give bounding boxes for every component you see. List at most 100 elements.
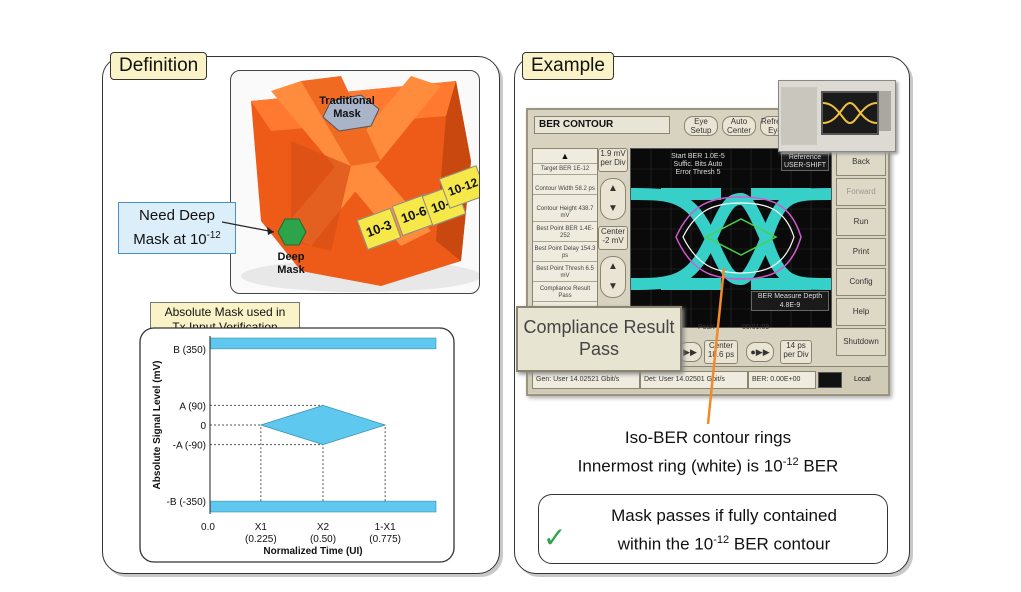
example-tab: Example	[522, 52, 614, 80]
annotation-exponent: -12	[782, 456, 799, 468]
status-logo-icon	[818, 372, 842, 388]
mask-band-lower	[209, 500, 437, 513]
y-axis-title: Absolute Signal Level (mV)	[152, 361, 163, 490]
center-time-readout[interactable]: Center 18.6 ps	[704, 340, 738, 364]
check-line1: Mask passes if fully contained	[611, 506, 837, 525]
check-line2: within the 10	[617, 534, 714, 554]
y-tick-label: A (90)	[179, 401, 206, 412]
auto-center-button[interactable]: Auto Center	[722, 116, 756, 136]
y-tick-label: -B (-350)	[167, 497, 206, 508]
compliance-result-magnified: Compliance Result Pass	[516, 306, 682, 372]
callout-exponent: -12	[206, 230, 221, 241]
deep-mask-callout: Need Deep Mask at 10-12	[118, 202, 236, 254]
scale-top-readout[interactable]: 1.9 mV per Div	[598, 148, 628, 172]
scope-eye-drawing	[822, 101, 878, 125]
back-button[interactable]: Back	[836, 148, 886, 176]
print-button[interactable]: Print	[836, 238, 886, 266]
y-tick-label: 0	[200, 421, 206, 432]
reference-line: USER-SHIFT	[784, 162, 826, 169]
check-tail: BER contour	[729, 534, 831, 554]
check-line2-wrap: within the 10-12 BER contour	[569, 528, 879, 557]
annotation-tail: BER	[798, 456, 839, 476]
readout-best-point-delay: Best Point Delay 154.3 ps	[533, 245, 597, 262]
contour-annotation: Iso-BER contour rings Innermost ring (wh…	[526, 426, 890, 479]
plot-info-line: Suffic. Bits Auto	[673, 161, 723, 168]
eye-diagram-drawing	[631, 149, 831, 327]
ber-contour-screen: BER CONTOUR Eye Setup Auto Center Refres…	[526, 108, 890, 396]
vertical-offset-knob[interactable]: ▲▼	[600, 256, 626, 298]
mask-diamond	[259, 405, 387, 445]
ber-card-label: 10-6	[399, 203, 429, 227]
status-generator: Gen: User 14.02521 Gbit/s	[532, 371, 640, 389]
eye-plot: Start BER 1.0E-5 Suffic. Bits Auto Error…	[630, 148, 832, 328]
definition-tab: Definition	[110, 52, 208, 80]
compliance-line1: Compliance Result	[523, 317, 675, 337]
ber-depth-line: 4.8E-9	[779, 302, 801, 309]
annotation-line2: Innermost ring (white) is 10	[577, 456, 783, 476]
plot-info-line: Error Thresh 5	[675, 169, 721, 176]
time-readout-posx: PosX	[698, 324, 715, 331]
callout-arrow	[222, 221, 275, 235]
scope-knob-panel	[781, 87, 817, 145]
ber-depth-line: BER Measure Depth	[757, 293, 823, 300]
traditional-mask-label: Traditional Mask	[319, 95, 375, 120]
check-exponent: -12	[713, 534, 730, 546]
annotation-line1: Iso-BER contour rings	[624, 428, 792, 447]
x-tick-sublabel: (0.50)	[310, 534, 336, 545]
mask-pass-text: Mask passes if fully contained within th…	[569, 503, 879, 557]
ber-card-label: 10-3	[364, 217, 394, 241]
status-ber: BER: 0.00E+00	[748, 371, 816, 389]
ber-depth-box: BER Measure Depth 4.8E-9	[751, 291, 829, 311]
y-tick-label: -A (-90)	[173, 441, 206, 452]
help-button[interactable]: Help	[836, 298, 886, 326]
checkmark-icon: ✓	[543, 522, 567, 553]
x-tick-label: 1-X1	[375, 522, 397, 533]
x-tick-label: X1	[255, 522, 268, 533]
deep-mask-label: Deep Mask	[277, 251, 305, 276]
eye-setup-button[interactable]: Eye Setup	[684, 116, 718, 136]
status-local: Local	[854, 376, 871, 383]
vertical-scale-knob[interactable]: ▲▼	[600, 178, 626, 220]
center-readout[interactable]: Center -2 mV	[598, 226, 628, 250]
readout-best-point-thresh: Best Point Thresh 6.5 mV	[533, 265, 597, 282]
plot-info-line: Start BER 1.0E-5	[671, 153, 725, 160]
chart-title-line1: Absolute Mask used in	[164, 305, 286, 319]
readout-best-point-ber: Best Point BER 1.4E-252	[533, 225, 597, 242]
readout-target-ber: Target BER 1E-12	[533, 165, 597, 175]
contour-pointer-arrow	[706, 267, 726, 425]
annotation-line2-wrap: Innermost ring (white) is 10-12 BER	[526, 450, 890, 479]
right-scroll-button[interactable]: ●▶▶	[746, 342, 774, 362]
forward-button[interactable]: Forward	[836, 178, 886, 206]
callout-text: Need Deep Mask at 10	[133, 207, 215, 248]
readout-contour-width: Contour Width 58.2 ps	[533, 185, 597, 195]
deep-mask-hexagon-icon	[277, 218, 307, 246]
screen-title: BER CONTOUR	[534, 116, 670, 134]
config-button[interactable]: Config	[836, 268, 886, 296]
shutdown-button[interactable]: Shutdown	[836, 328, 886, 356]
x-tick-label: X2	[317, 522, 330, 533]
readout-compliance-result: Compliance Result Pass	[533, 285, 597, 302]
up-arrow-icon[interactable]: ▲	[533, 149, 597, 164]
x-axis-title: Normalized Time (UI)	[263, 546, 362, 557]
compliance-line2: Pass	[578, 339, 620, 359]
scope-side-panel	[879, 91, 891, 131]
x-tick-label: 0.0	[201, 522, 215, 533]
mask-3d-drawing	[241, 76, 479, 292]
time-scale-readout[interactable]: 14 ps per Div	[780, 340, 812, 364]
mask-3d-illustration: Traditional Mask Deep Mask 10-3 10-6 10-…	[230, 70, 480, 294]
reference-line: Reference	[788, 154, 822, 161]
scope-screen	[821, 91, 879, 135]
reference-box: Reference USER-SHIFT	[781, 153, 829, 171]
oscilloscope-inset	[778, 80, 896, 152]
status-detector: Det: User 14.02501 Gbit/s	[640, 371, 748, 389]
plot-info-text: Start BER 1.0E-5 Suffic. Bits Auto Error…	[653, 153, 743, 177]
run-button[interactable]: Run	[836, 208, 886, 236]
side-button-column: Back Forward Run Print Config Help Shutd…	[836, 148, 886, 368]
ber-card-label: 10-12	[446, 175, 480, 199]
x-tick-sublabel: (0.775)	[369, 534, 401, 545]
y-tick-label: B (350)	[173, 345, 206, 356]
time-readout-clock: 00:01:09	[742, 324, 770, 331]
mask-pass-box: ✓ Mask passes if fully contained within …	[538, 494, 888, 564]
mask-band-upper	[209, 337, 437, 350]
